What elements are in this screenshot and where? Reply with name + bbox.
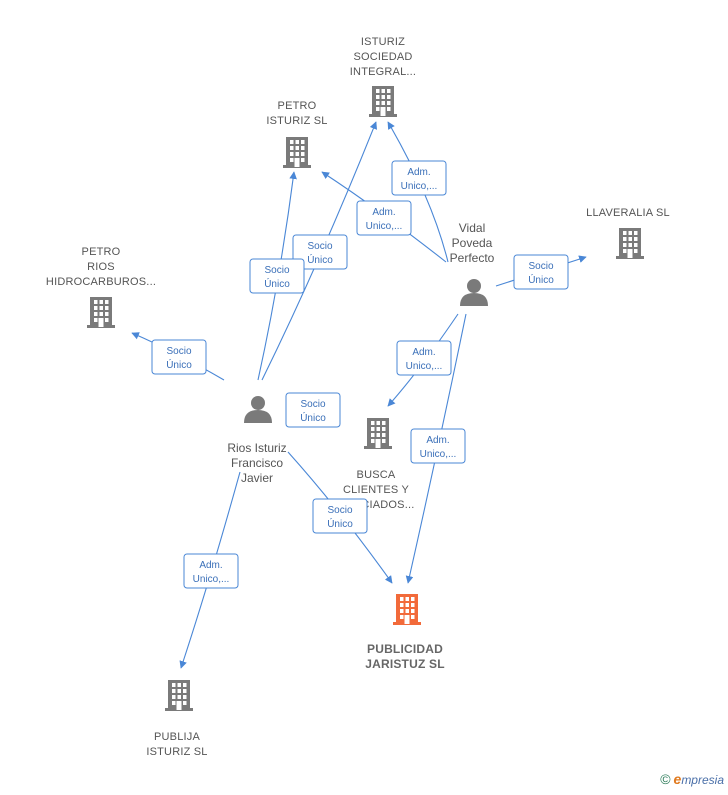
edge-label-text: Único (528, 273, 554, 286)
edge-label-text: Unico,... (420, 449, 457, 460)
building-icon (369, 86, 397, 117)
person-label: Perfecto (450, 251, 495, 265)
edge-label-box (410, 428, 466, 464)
edge-label-text: Adm. (372, 207, 395, 218)
company-label: PUBLICIDAD (367, 642, 443, 656)
edge-label-text: Unico,... (193, 574, 230, 585)
edge-label[interactable]: Adm. Unico,... (410, 428, 466, 464)
company-label: ISTURIZ SL (146, 746, 207, 758)
edge-label-text: Socio (300, 399, 325, 410)
edge-labels-layer: Adm.Unico,...Adm.Unico,...SocioÚnicoAdm.… (151, 160, 569, 589)
company-label: BUSCA (357, 469, 396, 481)
company-label: PUBLIJA (154, 731, 200, 743)
person-label: Vidal (459, 221, 485, 235)
edge-label-box (513, 254, 569, 290)
edge-label-text: Socio (327, 505, 352, 516)
brand-watermark[interactable]: ©empresia (660, 771, 724, 787)
edge-label-text: Único (166, 358, 192, 371)
edge-label[interactable]: Adm. Unico,... (356, 200, 412, 236)
edge-label[interactable]: Adm. Unico,... (396, 340, 452, 376)
company-label: PETRO (278, 100, 317, 112)
building-icon (616, 228, 644, 259)
building-icon (283, 137, 311, 168)
edge-label-text: Adm. (426, 435, 449, 446)
edge-label-text: Adm. (412, 347, 435, 358)
edge-label-text: Único (307, 253, 333, 266)
person-label: Javier (241, 471, 273, 485)
edge-label-text: Socio (307, 241, 332, 252)
person-label: Rios Isturiz (227, 441, 286, 455)
company-label: SOCIEDAD (353, 51, 412, 63)
edge-label-text: Adm. (407, 167, 430, 178)
company-node-petro-rios[interactable]: PETRO RIOS HIDROCARBUROS... (46, 246, 156, 328)
edge-label-text: Unico,... (406, 361, 443, 372)
person-icon (244, 396, 272, 423)
edge-label-box (396, 340, 452, 376)
edge-label[interactable]: Adm. Unico,... (183, 553, 239, 589)
edge-label-text: Socio (166, 346, 191, 357)
edge-label-text: Único (300, 411, 326, 424)
company-node-petro-isturiz[interactable]: PETRO ISTURIZ SL (266, 100, 327, 168)
edge-label-box (151, 339, 207, 375)
company-label: ISTURIZ (361, 36, 405, 48)
building-icon (393, 594, 421, 625)
edge-label-box (292, 234, 348, 270)
edge-label-box (356, 200, 412, 236)
company-label: CLIENTES Y (343, 484, 409, 496)
company-label: PETRO (82, 246, 121, 258)
building-icon (364, 418, 392, 449)
copyright-icon: © (660, 771, 671, 787)
nodes-layer: ISTURIZ SOCIEDAD INTEGRAL... PETRO ISTURIZ S… (46, 36, 670, 758)
edge-label-box (312, 498, 368, 534)
edge-label-text: Único (264, 277, 290, 290)
edge-label-text: Único (327, 517, 353, 530)
company-label: ISTURIZ SL (266, 115, 327, 127)
edge-label-text: Socio (264, 265, 289, 276)
brand-initial: e (673, 771, 682, 787)
person-icon (460, 279, 488, 306)
person-label: Poveda (452, 236, 493, 250)
edge-label-box (285, 392, 341, 428)
edge-label-text: Adm. (199, 560, 222, 571)
company-label: LLAVERALIA SL (586, 207, 670, 219)
company-node-isturiz-integral[interactable]: ISTURIZ SOCIEDAD INTEGRAL... (350, 36, 416, 117)
company-label: INTEGRAL... (350, 66, 416, 78)
company-label: JARISTUZ SL (365, 657, 445, 671)
company-node-llaveralia[interactable]: LLAVERALIA SL (586, 207, 670, 259)
edge-label-box (391, 160, 447, 196)
company-label: HIDROCARBUROS... (46, 276, 156, 288)
person-label: Francisco (231, 456, 283, 470)
company-label: RIOS (87, 261, 115, 273)
brand-name: mpresia (681, 773, 724, 787)
edge-label-text: Unico,... (401, 181, 438, 192)
edge-label-text: Socio (528, 261, 553, 272)
building-icon (165, 680, 193, 711)
edge-label-text: Unico,... (366, 221, 403, 232)
building-icon (87, 297, 115, 328)
company-node-publija-isturiz[interactable]: PUBLIJA ISTURIZ SL (146, 680, 207, 758)
edge-label-box (183, 553, 239, 589)
edge-label-box (249, 258, 305, 294)
edge-label[interactable]: Adm. Unico,... (391, 160, 447, 196)
